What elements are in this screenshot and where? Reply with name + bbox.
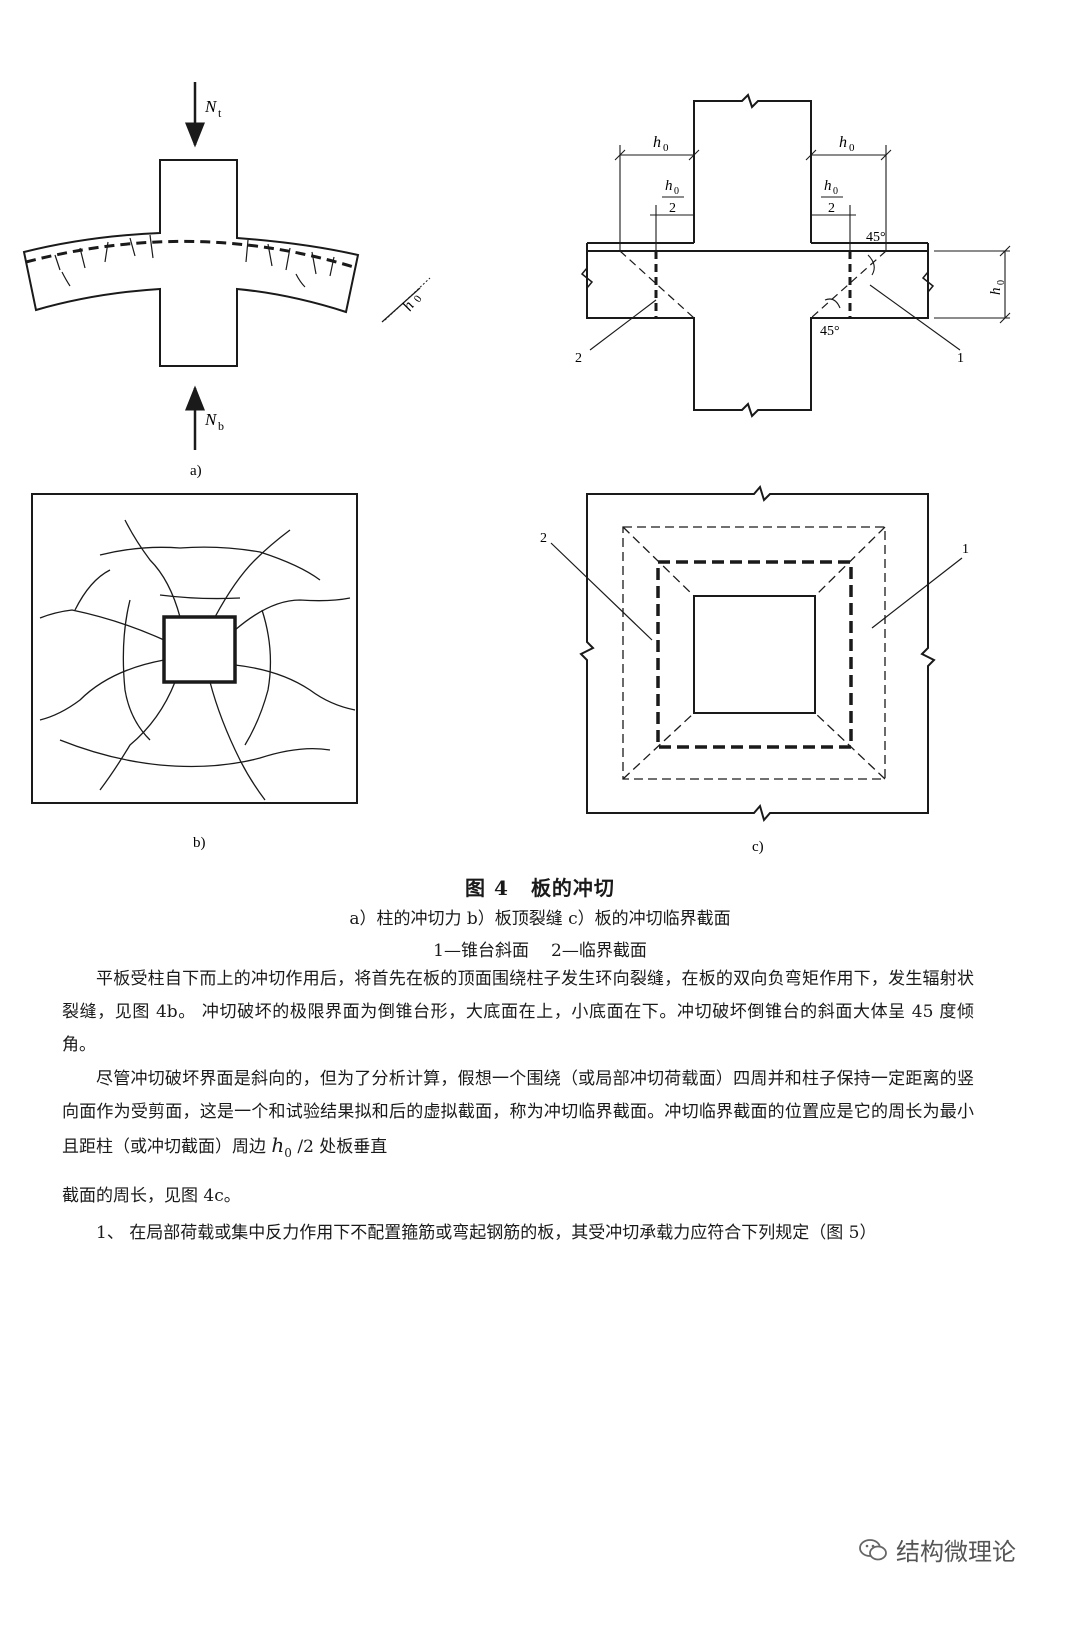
figure-caption-line2: 1—锥台斜面 2—临界截面 — [0, 936, 1080, 961]
panel-label-c: c) — [752, 839, 764, 855]
caption-item-2: 2—临界截面 — [551, 941, 647, 961]
slab-outline-b — [31, 493, 358, 804]
half-h0-sub-left: 0 — [674, 186, 679, 197]
slab-mid-dashed — [25, 239, 358, 270]
angle-label-top: 45° — [866, 230, 886, 245]
callout-2-section: 2 — [575, 351, 582, 366]
figure-title: 图 4 板的冲切 — [0, 872, 1080, 901]
leader-plan-1 — [871, 557, 963, 629]
half-h0-num-right: h — [824, 178, 832, 194]
column-square-b — [162, 615, 237, 684]
nb-sub-label: b — [218, 419, 224, 433]
panel-c-section — [580, 93, 1011, 418]
callout-1-plan: 1 — [962, 542, 969, 557]
leader-plan-2 — [550, 542, 653, 641]
break-left — [580, 267, 594, 289]
slab-top-band — [586, 242, 929, 252]
figure-4: N t N b h 0 a) b) — [22, 82, 1011, 855]
h0-label-c3: h — [988, 288, 1004, 296]
paragraph-2-end: 截面的周长，见图 4c。 — [62, 1186, 241, 1206]
panel-a-diagram — [22, 82, 431, 450]
h0-symbol-sub: 0 — [284, 1146, 292, 1160]
critical-section-dashed — [656, 560, 853, 749]
h0-label-c1: h — [653, 134, 661, 151]
paragraph-3: 1、 在局部荷载或集中反力作用下不配置箍筋或弯起钢筋的板，其受冲切承载力应符合下… — [96, 1223, 877, 1243]
plan-slab-outline — [579, 484, 936, 823]
h0-sub-label-c1: 0 — [663, 142, 669, 154]
half-h0-num-left: h — [665, 178, 673, 194]
break-right — [921, 271, 935, 293]
half-h0-sub-right: 0 — [833, 186, 838, 197]
nb-label: N — [204, 410, 218, 429]
h0-sub-label-a: 0 — [412, 293, 425, 305]
slab-section — [586, 251, 929, 418]
wechat-icon — [859, 1538, 887, 1560]
h0-label-c2: h — [839, 134, 847, 151]
dimension-lines — [589, 145, 1011, 351]
figure-caption-line1: a）柱的冲切力 b）板顶裂缝 c）板的冲切临界截面 — [349, 909, 731, 929]
cone-left — [619, 250, 695, 319]
h0-symbol: h0 — [271, 1133, 292, 1160]
panel-label-b: b) — [193, 835, 206, 851]
slab-column-outline — [22, 159, 360, 367]
radial-cracks — [39, 519, 356, 801]
panel-label-a: a) — [190, 463, 202, 479]
paragraph-2-text: 尽管冲切破坏界面是斜向的，但为了分析计算，假想一个围绕（或局部冲切荷载面）四周并… — [62, 1069, 974, 1157]
h0-symbol-letter: h — [271, 1133, 285, 1157]
paragraph-2-tail: /2 处板垂直 — [291, 1137, 388, 1157]
upper-column — [693, 93, 812, 243]
panel-b-diagram — [31, 493, 358, 804]
angle-label-bottom: 45° — [820, 324, 840, 339]
half-h0-den-right: 2 — [828, 201, 835, 216]
outer-cone-dashed — [622, 526, 886, 780]
nt-sub-label: t — [218, 106, 222, 120]
paragraph-2: 尽管冲切破坏界面是斜向的，但为了分析计算，假想一个围绕（或局部冲切荷载面）四周并… — [62, 1063, 974, 1170]
paragraph-1: 平板受柱自下而上的冲切作用后，将首先在板的顶面围绕柱子发生环向裂缝，在板的双向负… — [62, 969, 974, 1055]
cone-diagonals — [622, 526, 886, 780]
slab-cracks — [54, 234, 335, 288]
panel-c-plan — [550, 484, 963, 823]
callout-1-section: 1 — [957, 351, 964, 366]
watermark-text: 结构微理论 — [896, 1538, 1016, 1566]
watermark: 结构微理论 — [858, 1532, 1016, 1567]
h0-sub-label-c2: 0 — [849, 142, 855, 154]
column-plan — [693, 595, 816, 714]
caption-item-1: 1—锥台斜面 — [433, 941, 529, 961]
figure-number: 图 4 — [465, 876, 509, 900]
half-h0-den-left: 2 — [669, 201, 676, 216]
nt-label: N — [204, 97, 218, 116]
h0-sub-label-c3: 0 — [996, 280, 1007, 285]
leader-2 — [589, 299, 657, 351]
figure-title-text: 板的冲切 — [530, 876, 615, 900]
callout-2-plan: 2 — [540, 531, 547, 546]
leader-1 — [869, 284, 961, 351]
